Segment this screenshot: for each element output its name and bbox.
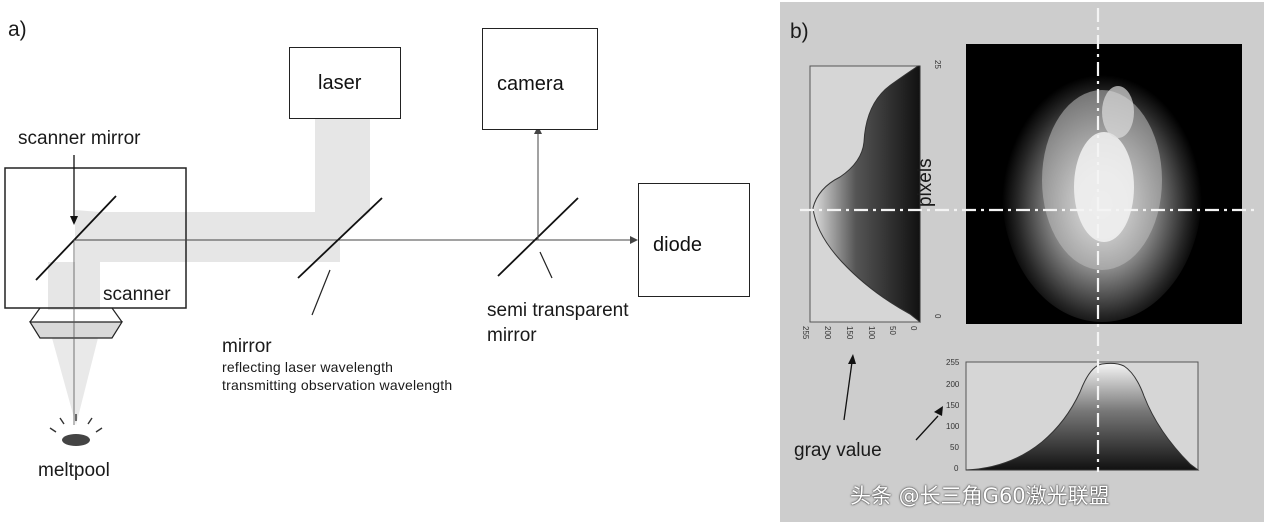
mirror-note-transmitting: transmitting observation wavelength (222, 377, 453, 393)
panel-a: laser camera diode a) scanner mirror sca… (4, 18, 750, 481)
panel-b-label: b) (790, 20, 809, 43)
camera-box (482, 28, 598, 130)
bottom-tick-50: 50 (950, 443, 959, 452)
meltpool-label: meltpool (38, 460, 110, 481)
left-tick-150: 150 (845, 326, 854, 340)
diode-box (638, 183, 750, 297)
gray-value-arrowhead-left (848, 354, 856, 364)
bottom-tick-0: 0 (954, 464, 959, 473)
dichroic-mirror-pointer (311, 269, 331, 316)
left-tick-200: 200 (823, 326, 832, 340)
semi-transparent-label: semi transparent (487, 300, 629, 321)
scanner-box (4, 167, 187, 309)
semi-mirror-pointer (539, 251, 553, 279)
bottom-profile-curve (965, 362, 1200, 471)
camera-label: camera (497, 73, 564, 95)
semi-transparent-mirror-label: mirror (487, 325, 537, 346)
camera-arrowhead (534, 126, 542, 134)
scanner-mirror-line (35, 195, 117, 281)
laser-label: laser (318, 72, 362, 94)
meltpool-ray-1 (49, 427, 57, 433)
scanner-mirror-arrowhead (70, 216, 78, 225)
beam-cone (52, 338, 98, 425)
left-tick-50: 50 (888, 326, 897, 335)
left-tick-100: 100 (867, 326, 876, 340)
left-pixel-tick-0: 0 (933, 314, 942, 319)
lens-frame-right (111, 307, 123, 323)
bottom-tick-100: 100 (946, 422, 960, 431)
gray-value-label: gray value (794, 440, 882, 461)
meltpool-ray-4 (87, 417, 93, 425)
lens-frame-left (29, 307, 41, 323)
mirror-label: mirror (222, 336, 272, 357)
beam-horizontal (100, 212, 340, 262)
scanner-mirror-label: scanner mirror (18, 128, 141, 149)
dichroic-mirror-line (297, 197, 383, 279)
panel-a-label: a) (8, 18, 27, 41)
watermark: 头条 @长三角G60激光联盟 (850, 484, 1110, 508)
left-tick-0: 0 (909, 326, 918, 331)
panel-b: b) pixels gray value 255 200 150 100 50 … (780, 2, 1264, 522)
meltpool-ray-5 (95, 427, 103, 433)
pixels-axis-label: pixels (915, 158, 936, 207)
beam-spot (1002, 62, 1202, 322)
left-profile-curve (812, 65, 921, 324)
left-tick-255: 255 (801, 326, 810, 340)
gray-value-arrowhead-bottom (934, 406, 943, 416)
beam-profile-figure (800, 8, 1256, 472)
bottom-tick-150: 150 (946, 401, 960, 410)
diode-label: diode (653, 234, 702, 256)
diode-arrowhead (630, 236, 638, 244)
gray-value-arrow-left (843, 361, 853, 421)
mirror-note-reflecting: reflecting laser wavelength (222, 359, 394, 375)
laser-box (289, 47, 401, 119)
gray-value-arrow-bottom (915, 415, 939, 441)
left-pixel-tick-25: 25 (933, 60, 942, 69)
meltpool-shape (62, 434, 90, 446)
lens (28, 321, 124, 339)
bottom-tick-255: 255 (946, 358, 960, 367)
meltpool-ray-2 (59, 417, 65, 425)
bottom-tick-200: 200 (946, 380, 960, 389)
scanner-label: scanner (103, 284, 171, 305)
optical-setup-diagram (4, 118, 638, 446)
